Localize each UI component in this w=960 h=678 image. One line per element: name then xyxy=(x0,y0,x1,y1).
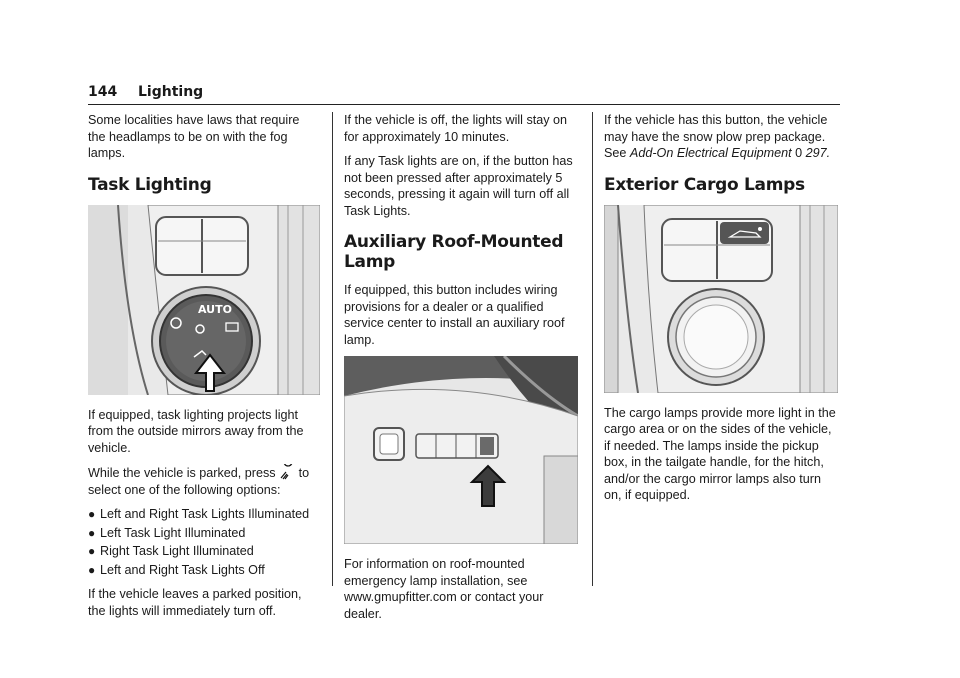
task-lighting-p3: If the vehicle leaves a parked position,… xyxy=(88,587,302,618)
page-number: 144 xyxy=(88,84,118,100)
section-title: Lighting xyxy=(138,84,204,100)
column-1: Some localities have laws that require t… xyxy=(88,112,320,627)
auxiliary-lamp-heading: Auxiliary Roof-Mounted Lamp xyxy=(344,232,564,272)
page-ref-arrow: 0 xyxy=(795,146,803,160)
list-item: ●Left and Right Task Lights Illuminated xyxy=(88,507,310,521)
list-item: ●Left and Right Task Lights Off xyxy=(88,562,265,577)
list-item: ●Right Task Light Illuminated xyxy=(88,544,254,558)
snow-plow-paragraph: If the vehicle has this button, the vehi… xyxy=(604,113,831,160)
task-lighting-p4: If the vehicle is off, the lights will s… xyxy=(344,113,568,144)
auto-label: AUTO xyxy=(198,303,232,316)
auxiliary-lamp-p1: If equipped, this button includes wiring… xyxy=(344,283,565,347)
column-divider xyxy=(592,112,593,586)
task-lighting-p5: If any Task lights are on, if the button… xyxy=(344,154,573,218)
task-lighting-p2: While the vehicle is parked, press to se… xyxy=(88,464,320,498)
intro-paragraph: Some localities have laws that require t… xyxy=(88,113,300,160)
task-lighting-figure: AUTO xyxy=(88,204,320,395)
list-item: ●Left Task Light Illuminated xyxy=(88,525,246,540)
page-header: 144 Lighting xyxy=(88,84,840,105)
page-ref-number[interactable]: 297. xyxy=(805,146,831,160)
task-light-options: ●Left and Right Task Lights Illuminated … xyxy=(88,506,320,578)
auxiliary-lamp-p2: For information on roof-mounted emergenc… xyxy=(344,557,544,621)
column-2: If the vehicle is off, the lights will s… xyxy=(344,112,580,630)
cargo-lamps-figure xyxy=(604,204,838,393)
column-3: If the vehicle has this button, the vehi… xyxy=(604,112,840,512)
auxiliary-lamp-figure xyxy=(344,356,578,544)
pointer-arrow-icon xyxy=(469,464,507,507)
column-divider xyxy=(332,112,333,586)
task-light-button-icon xyxy=(280,464,293,480)
task-lighting-heading: Task Lighting xyxy=(88,174,212,195)
cargo-lamps-paragraph: The cargo lamps provide more light in th… xyxy=(604,405,836,503)
pointer-arrow-icon xyxy=(193,352,227,392)
add-on-electrical-link[interactable]: Add-On Electrical Equipment xyxy=(629,146,792,160)
task-lighting-p1: If equipped, task lighting projects ligh… xyxy=(88,407,304,455)
cargo-lamps-heading: Exterior Cargo Lamps xyxy=(604,174,805,195)
